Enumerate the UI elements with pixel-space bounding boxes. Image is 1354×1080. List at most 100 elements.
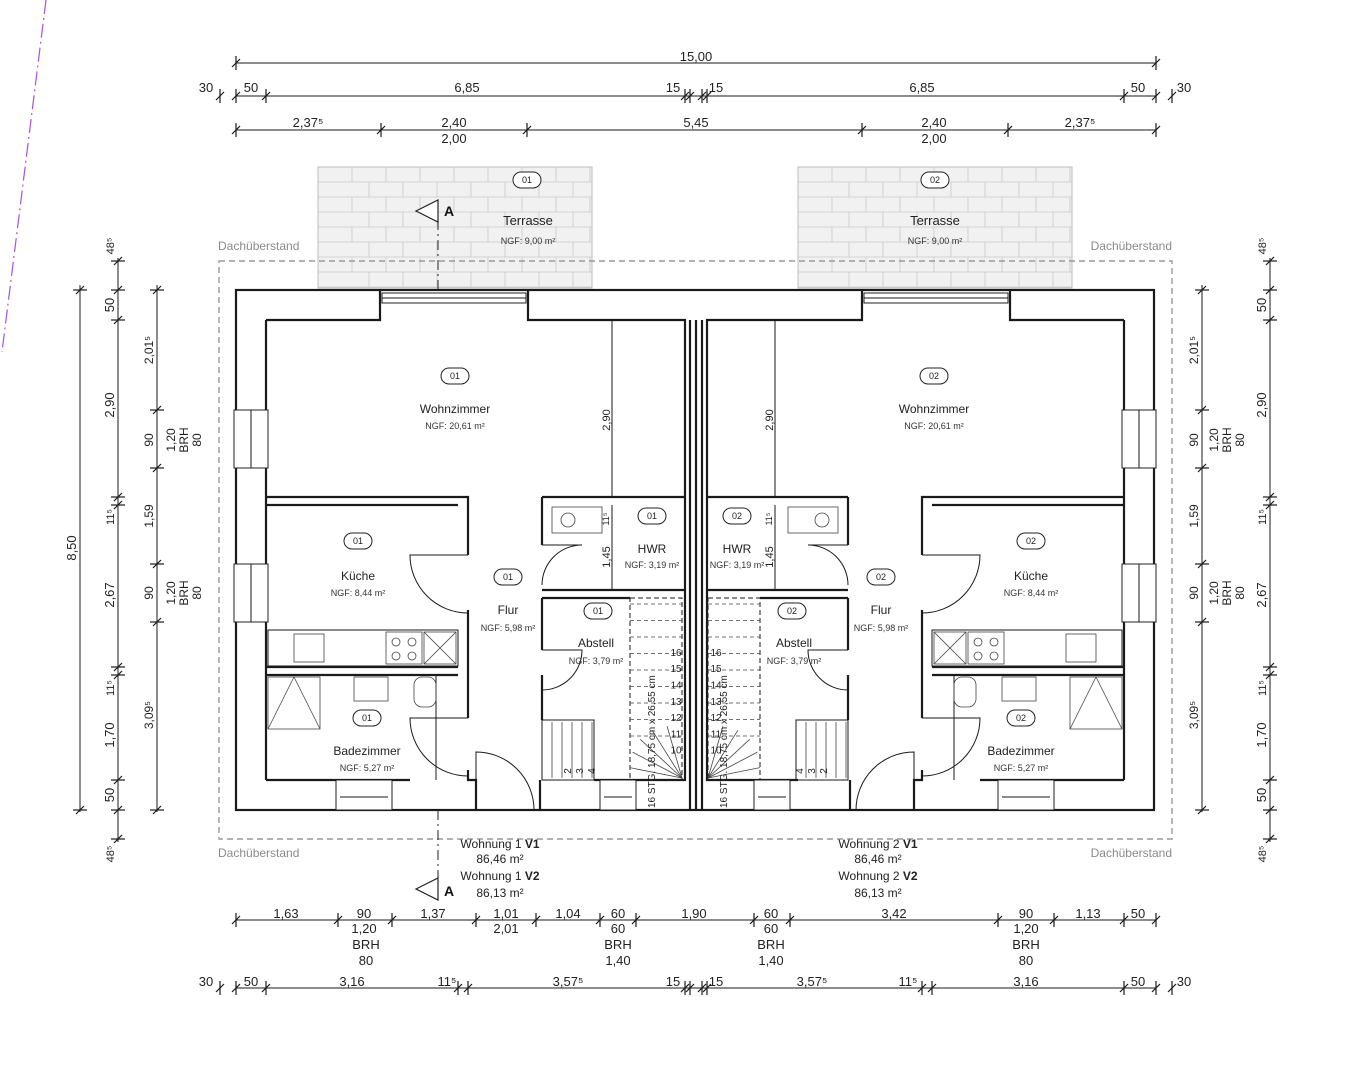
svg-text:80: 80 [359,953,373,968]
room-area-abstell-1: NGF: 3,79 m² [569,656,624,666]
svg-text:50: 50 [1131,974,1145,989]
right-dimensions: 48⁵ 50 2,90 11⁵ 2,67 11⁵ 1,70 50 48⁵ 2,0… [1187,238,1277,863]
svg-text:11⁵: 11⁵ [899,974,918,989]
svg-text:Wohnung 2 V2: Wohnung 2 V2 [838,869,918,883]
svg-text:BRH: BRH [1220,427,1234,452]
top-dimensions: 15,00 30 50 6,85 15 15 6,85 50 30 2,37⁵ … [199,49,1191,146]
svg-text:Wohnung 1 V1: Wohnung 1 V1 [460,837,540,851]
svg-text:01: 01 [503,572,513,582]
terrace-name-1: Terrasse [503,213,553,228]
svg-text:01: 01 [362,713,372,723]
stair-step-number: 2 [819,768,830,774]
section-line-a: A A [414,199,454,901]
svg-text:80: 80 [1233,433,1247,447]
stair-step-number: 15 [670,664,682,675]
svg-text:01: 01 [522,175,532,185]
svg-text:5,45: 5,45 [683,115,708,130]
terrace-name-2: Terrasse [910,213,960,228]
svg-text:80: 80 [1019,953,1033,968]
svg-text:11⁵: 11⁵ [105,509,117,525]
room-area-abstell-2: NGF: 3,79 m² [767,656,822,666]
svg-text:90: 90 [357,906,371,921]
svg-text:3,57⁵: 3,57⁵ [553,974,584,989]
stair-step-number: 15 [710,664,722,675]
svg-text:6,85: 6,85 [909,80,934,95]
svg-text:2,00: 2,00 [921,131,946,146]
svg-text:15: 15 [666,80,680,95]
svg-text:1,01: 1,01 [493,906,518,921]
svg-text:2,90: 2,90 [102,392,117,417]
room-name-kueche-2: Küche [1014,569,1048,583]
stair-step-number: 16 [710,648,722,659]
svg-text:8,50: 8,50 [64,535,79,560]
svg-text:3,16: 3,16 [1013,974,1038,989]
svg-text:50: 50 [244,80,258,95]
svg-text:2,67: 2,67 [102,582,117,607]
svg-text:1,70: 1,70 [102,722,117,747]
roof-overhang-outline [218,260,1173,840]
stair-step-number: 11 [671,729,682,740]
svg-text:1,63: 1,63 [273,906,298,921]
stair-step-number: 4 [795,768,806,774]
svg-text:48⁵: 48⁵ [1257,238,1269,255]
svg-text:2,37⁵: 2,37⁵ [293,115,324,130]
svg-text:50: 50 [102,298,117,312]
svg-text:02: 02 [1016,713,1026,723]
svg-text:11⁵: 11⁵ [105,680,117,696]
svg-text:15: 15 [709,974,723,989]
interior-walls-unit-1 [264,290,687,810]
svg-text:6,85: 6,85 [454,80,479,95]
svg-text:11⁵: 11⁵ [1257,509,1269,525]
stair-step-number: 3 [575,768,586,774]
room-name-hwr-2: HWR [723,542,752,556]
stair-step-number: 16 [670,648,682,659]
svg-text:02: 02 [787,606,797,616]
svg-text:3,57⁵: 3,57⁵ [797,974,828,989]
left-dimensions: 8,50 48⁵ 50 2,90 11⁵ 2,67 11⁵ 1,70 50 48… [64,238,204,863]
svg-text:48⁵: 48⁵ [1257,846,1269,863]
stair-step-number: 10 [670,746,682,757]
svg-text:1,13: 1,13 [1075,906,1100,921]
svg-text:86,13 m²: 86,13 m² [854,886,901,900]
svg-text:1,45: 1,45 [601,546,613,567]
svg-text:11⁵: 11⁵ [601,512,611,525]
room-area-flur-2: NGF: 5,98 m² [854,623,909,633]
room-tag-5: 01 [583,602,613,620]
svg-text:2,01⁵: 2,01⁵ [1187,336,1201,364]
svg-text:2,90: 2,90 [764,409,776,430]
svg-text:50: 50 [1254,788,1269,802]
svg-text:BRH: BRH [177,580,191,605]
doors [409,544,981,811]
svg-text:1,40: 1,40 [758,953,783,968]
svg-text:1,37: 1,37 [420,906,445,921]
svg-text:1,59: 1,59 [1187,504,1201,528]
room-tag-3: 01 [493,568,523,586]
svg-text:2,67: 2,67 [1254,582,1269,607]
svg-text:1,20: 1,20 [164,581,178,605]
stair-step-number: 11 [711,729,722,740]
property-boundary-line [1,0,47,353]
stair-step-number: 2 [563,768,574,774]
room-area-wohnzimmer-2: NGF: 20,61 m² [904,421,964,431]
svg-text:80: 80 [1233,586,1247,600]
unit-summary-2: Wohnung 2 V1 86,46 m² Wohnung 2 V2 86,13… [838,837,918,900]
section-label-bottom: A [444,883,454,899]
svg-text:3,16: 3,16 [339,974,364,989]
svg-text:80: 80 [190,586,204,600]
fixtures [267,506,1123,730]
svg-text:86,46 m²: 86,46 m² [854,852,901,866]
stair-step-number: 13 [670,697,682,708]
room-tag-2: 01 [343,532,373,550]
svg-text:2,40: 2,40 [441,115,466,130]
overhang-label-tr: Dachüberstand [1091,239,1172,253]
room-name-bad-1: Badezimmer [333,744,400,758]
room-tag-6: 01 [352,709,382,727]
svg-text:02: 02 [929,371,939,381]
svg-text:BRH: BRH [1220,580,1234,605]
svg-text:01: 01 [593,606,603,616]
room-tag-10: 02 [866,568,896,586]
svg-text:60: 60 [611,921,625,936]
svg-text:02: 02 [876,572,886,582]
svg-text:86,13 m²: 86,13 m² [476,886,523,900]
stair-step-number: 13 [710,697,722,708]
